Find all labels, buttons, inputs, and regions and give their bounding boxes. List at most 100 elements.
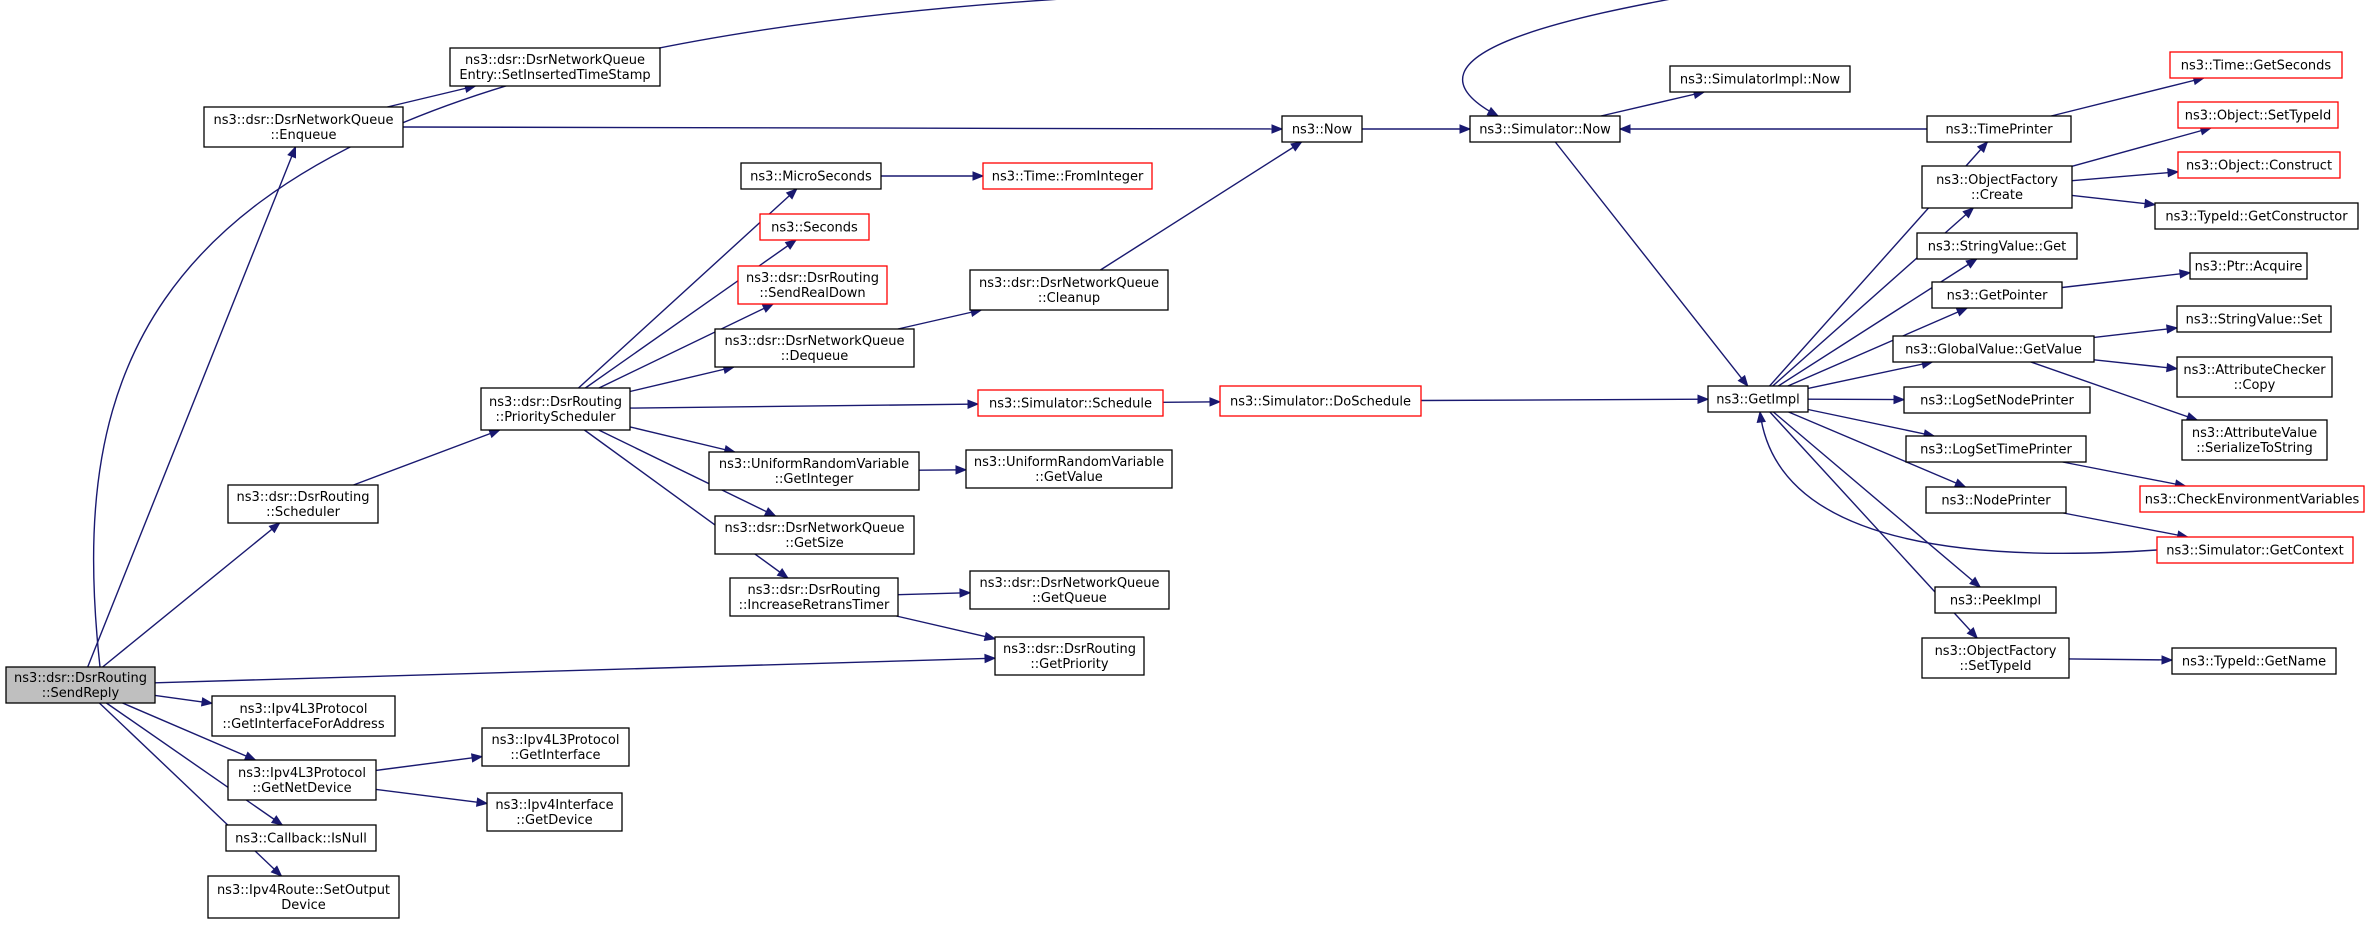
node-getcontext[interactable]: ns3::Simulator::GetContext <box>2156 536 2354 564</box>
node-box[interactable] <box>225 824 377 852</box>
node-cleanup[interactable]: ns3::dsr::DsrNetworkQueue::Cleanup <box>969 269 1169 311</box>
node-schedule[interactable]: ns3::Simulator::Schedule <box>977 389 1164 417</box>
node-accopy[interactable]: ns3::AttributeChecker::Copy <box>2176 356 2333 398</box>
node-box[interactable] <box>1903 386 2091 414</box>
node-getimpl[interactable]: ns3::GetImpl <box>1707 385 1809 413</box>
node-doschedule[interactable]: ns3::Simulator::DoSchedule <box>1219 385 1422 417</box>
node-lognodeprinter[interactable]: ns3::LogSetNodePrinter <box>1903 386 2091 414</box>
node-box[interactable] <box>1934 586 2057 614</box>
node-box[interactable] <box>2189 252 2308 280</box>
node-box[interactable] <box>965 449 1173 489</box>
node-avserialize[interactable]: ns3::AttributeValue::SerializeToString <box>2181 419 2328 461</box>
node-box[interactable] <box>211 695 396 737</box>
node-box[interactable] <box>227 484 379 524</box>
node-box[interactable] <box>207 875 400 919</box>
node-box[interactable] <box>729 577 899 617</box>
node-box[interactable] <box>714 328 915 368</box>
node-sendreply[interactable]: ns3::dsr::DsrRouting::SendReply <box>5 666 156 704</box>
node-logtimeprinter[interactable]: ns3::LogSetTimePrinter <box>1905 435 2087 463</box>
node-box[interactable] <box>1926 115 2072 143</box>
node-timeprinter[interactable]: ns3::TimePrinter <box>1926 115 2072 143</box>
node-box[interactable] <box>203 106 404 148</box>
node-dequeue[interactable]: ns3::dsr::DsrNetworkQueue::Dequeue <box>714 328 915 368</box>
node-settypeid[interactable]: ns3::Object::SetTypeId <box>2177 101 2339 129</box>
node-getseconds[interactable]: ns3::Time::GetSeconds <box>2169 51 2343 79</box>
node-box[interactable] <box>740 162 882 190</box>
node-box[interactable] <box>2154 202 2359 230</box>
node-incretrans[interactable]: ns3::dsr::DsrRouting::IncreaseRetransTim… <box>729 577 899 617</box>
node-box[interactable] <box>1469 115 1621 143</box>
node-ptracquire[interactable]: ns3::Ptr::Acquire <box>2189 252 2308 280</box>
node-box[interactable] <box>2176 305 2332 333</box>
node-box[interactable] <box>2169 51 2343 79</box>
node-peekimpl[interactable]: ns3::PeekImpl <box>1934 586 2057 614</box>
node-box[interactable] <box>994 636 1145 676</box>
node-setinserted[interactable]: ns3::dsr::DsrNetworkQueueEntry::SetInser… <box>449 47 661 87</box>
node-box[interactable] <box>1707 385 1809 413</box>
node-box[interactable] <box>5 666 156 704</box>
node-sendrealdown[interactable]: ns3::dsr::DsrRouting::SendRealDown <box>737 265 888 305</box>
node-ofcreate[interactable]: ns3::ObjectFactory::Create <box>1921 165 2073 209</box>
node-getinteger[interactable]: ns3::UniformRandomVariable::GetInteger <box>708 451 920 491</box>
node-getpointer[interactable]: ns3::GetPointer <box>1931 281 2063 309</box>
node-nodeprinter[interactable]: ns3::NodePrinter <box>1925 486 2067 514</box>
node-box[interactable] <box>2177 151 2341 179</box>
node-isnull[interactable]: ns3::Callback::IsNull <box>225 824 377 852</box>
node-simnow[interactable]: ns3::Simulator::Now <box>1469 115 1621 143</box>
node-seconds[interactable]: ns3::Seconds <box>759 213 870 241</box>
node-getnetdev[interactable]: ns3::Ipv4L3Protocol::GetNetDevice <box>227 759 377 801</box>
node-box[interactable] <box>2177 101 2339 129</box>
node-box[interactable] <box>1921 637 2070 679</box>
node-box[interactable] <box>480 387 631 431</box>
node-priosched[interactable]: ns3::dsr::DsrRouting::PriorityScheduler <box>480 387 631 431</box>
node-box[interactable] <box>2171 647 2337 675</box>
node-now[interactable]: ns3::Now <box>1281 115 1363 143</box>
node-getconstructor[interactable]: ns3::TypeId::GetConstructor <box>2154 202 2359 230</box>
node-box[interactable] <box>481 727 630 767</box>
node-svget[interactable]: ns3::StringValue::Get <box>1916 232 2078 260</box>
node-getsize[interactable]: ns3::dsr::DsrNetworkQueue::GetSize <box>714 515 915 555</box>
node-box[interactable] <box>1892 335 2095 363</box>
node-box[interactable] <box>2139 485 2365 513</box>
node-frominteger[interactable]: ns3::Time::FromInteger <box>982 162 1153 190</box>
node-getvalue_urv[interactable]: ns3::UniformRandomVariable::GetValue <box>965 449 1173 489</box>
node-box[interactable] <box>486 792 623 832</box>
node-box[interactable] <box>714 515 915 555</box>
node-checkenv[interactable]: ns3::CheckEnvironmentVariables <box>2139 485 2365 513</box>
node-box[interactable] <box>1916 232 2078 260</box>
node-simimplnow[interactable]: ns3::SimulatorImpl::Now <box>1669 65 1851 93</box>
node-construct[interactable]: ns3::Object::Construct <box>2177 151 2341 179</box>
node-box[interactable] <box>1925 486 2067 514</box>
node-box[interactable] <box>449 47 661 87</box>
node-getqueue[interactable]: ns3::dsr::DsrNetworkQueue::GetQueue <box>969 570 1170 610</box>
node-getpriority[interactable]: ns3::dsr::DsrRouting::GetPriority <box>994 636 1145 676</box>
node-box[interactable] <box>1219 385 1422 417</box>
node-svset[interactable]: ns3::StringValue::Set <box>2176 305 2332 333</box>
node-box[interactable] <box>1921 165 2073 209</box>
node-getifaddr[interactable]: ns3::Ipv4L3Protocol::GetInterfaceForAddr… <box>211 695 396 737</box>
node-box[interactable] <box>1931 281 2063 309</box>
node-box[interactable] <box>2181 419 2328 461</box>
node-micro[interactable]: ns3::MicroSeconds <box>740 162 882 190</box>
node-box[interactable] <box>759 213 870 241</box>
node-box[interactable] <box>227 759 377 801</box>
node-scheduler[interactable]: ns3::dsr::DsrRouting::Scheduler <box>227 484 379 524</box>
node-box[interactable] <box>2176 356 2333 398</box>
node-box[interactable] <box>737 265 888 305</box>
node-getname[interactable]: ns3::TypeId::GetName <box>2171 647 2337 675</box>
node-box[interactable] <box>1905 435 2087 463</box>
node-box[interactable] <box>982 162 1153 190</box>
node-box[interactable] <box>969 269 1169 311</box>
node-getiface[interactable]: ns3::Ipv4L3Protocol::GetInterface <box>481 727 630 767</box>
node-box[interactable] <box>977 389 1164 417</box>
node-ofsettypeid[interactable]: ns3::ObjectFactory::SetTypeId <box>1921 637 2070 679</box>
node-enqueue[interactable]: ns3::dsr::DsrNetworkQueue::Enqueue <box>203 106 404 148</box>
node-box[interactable] <box>708 451 920 491</box>
node-box[interactable] <box>969 570 1170 610</box>
node-box[interactable] <box>1281 115 1363 143</box>
node-gvgetvalue[interactable]: ns3::GlobalValue::GetValue <box>1892 335 2095 363</box>
node-ifgetdev[interactable]: ns3::Ipv4Interface::GetDevice <box>486 792 623 832</box>
node-box[interactable] <box>2156 536 2354 564</box>
node-box[interactable] <box>1669 65 1851 93</box>
